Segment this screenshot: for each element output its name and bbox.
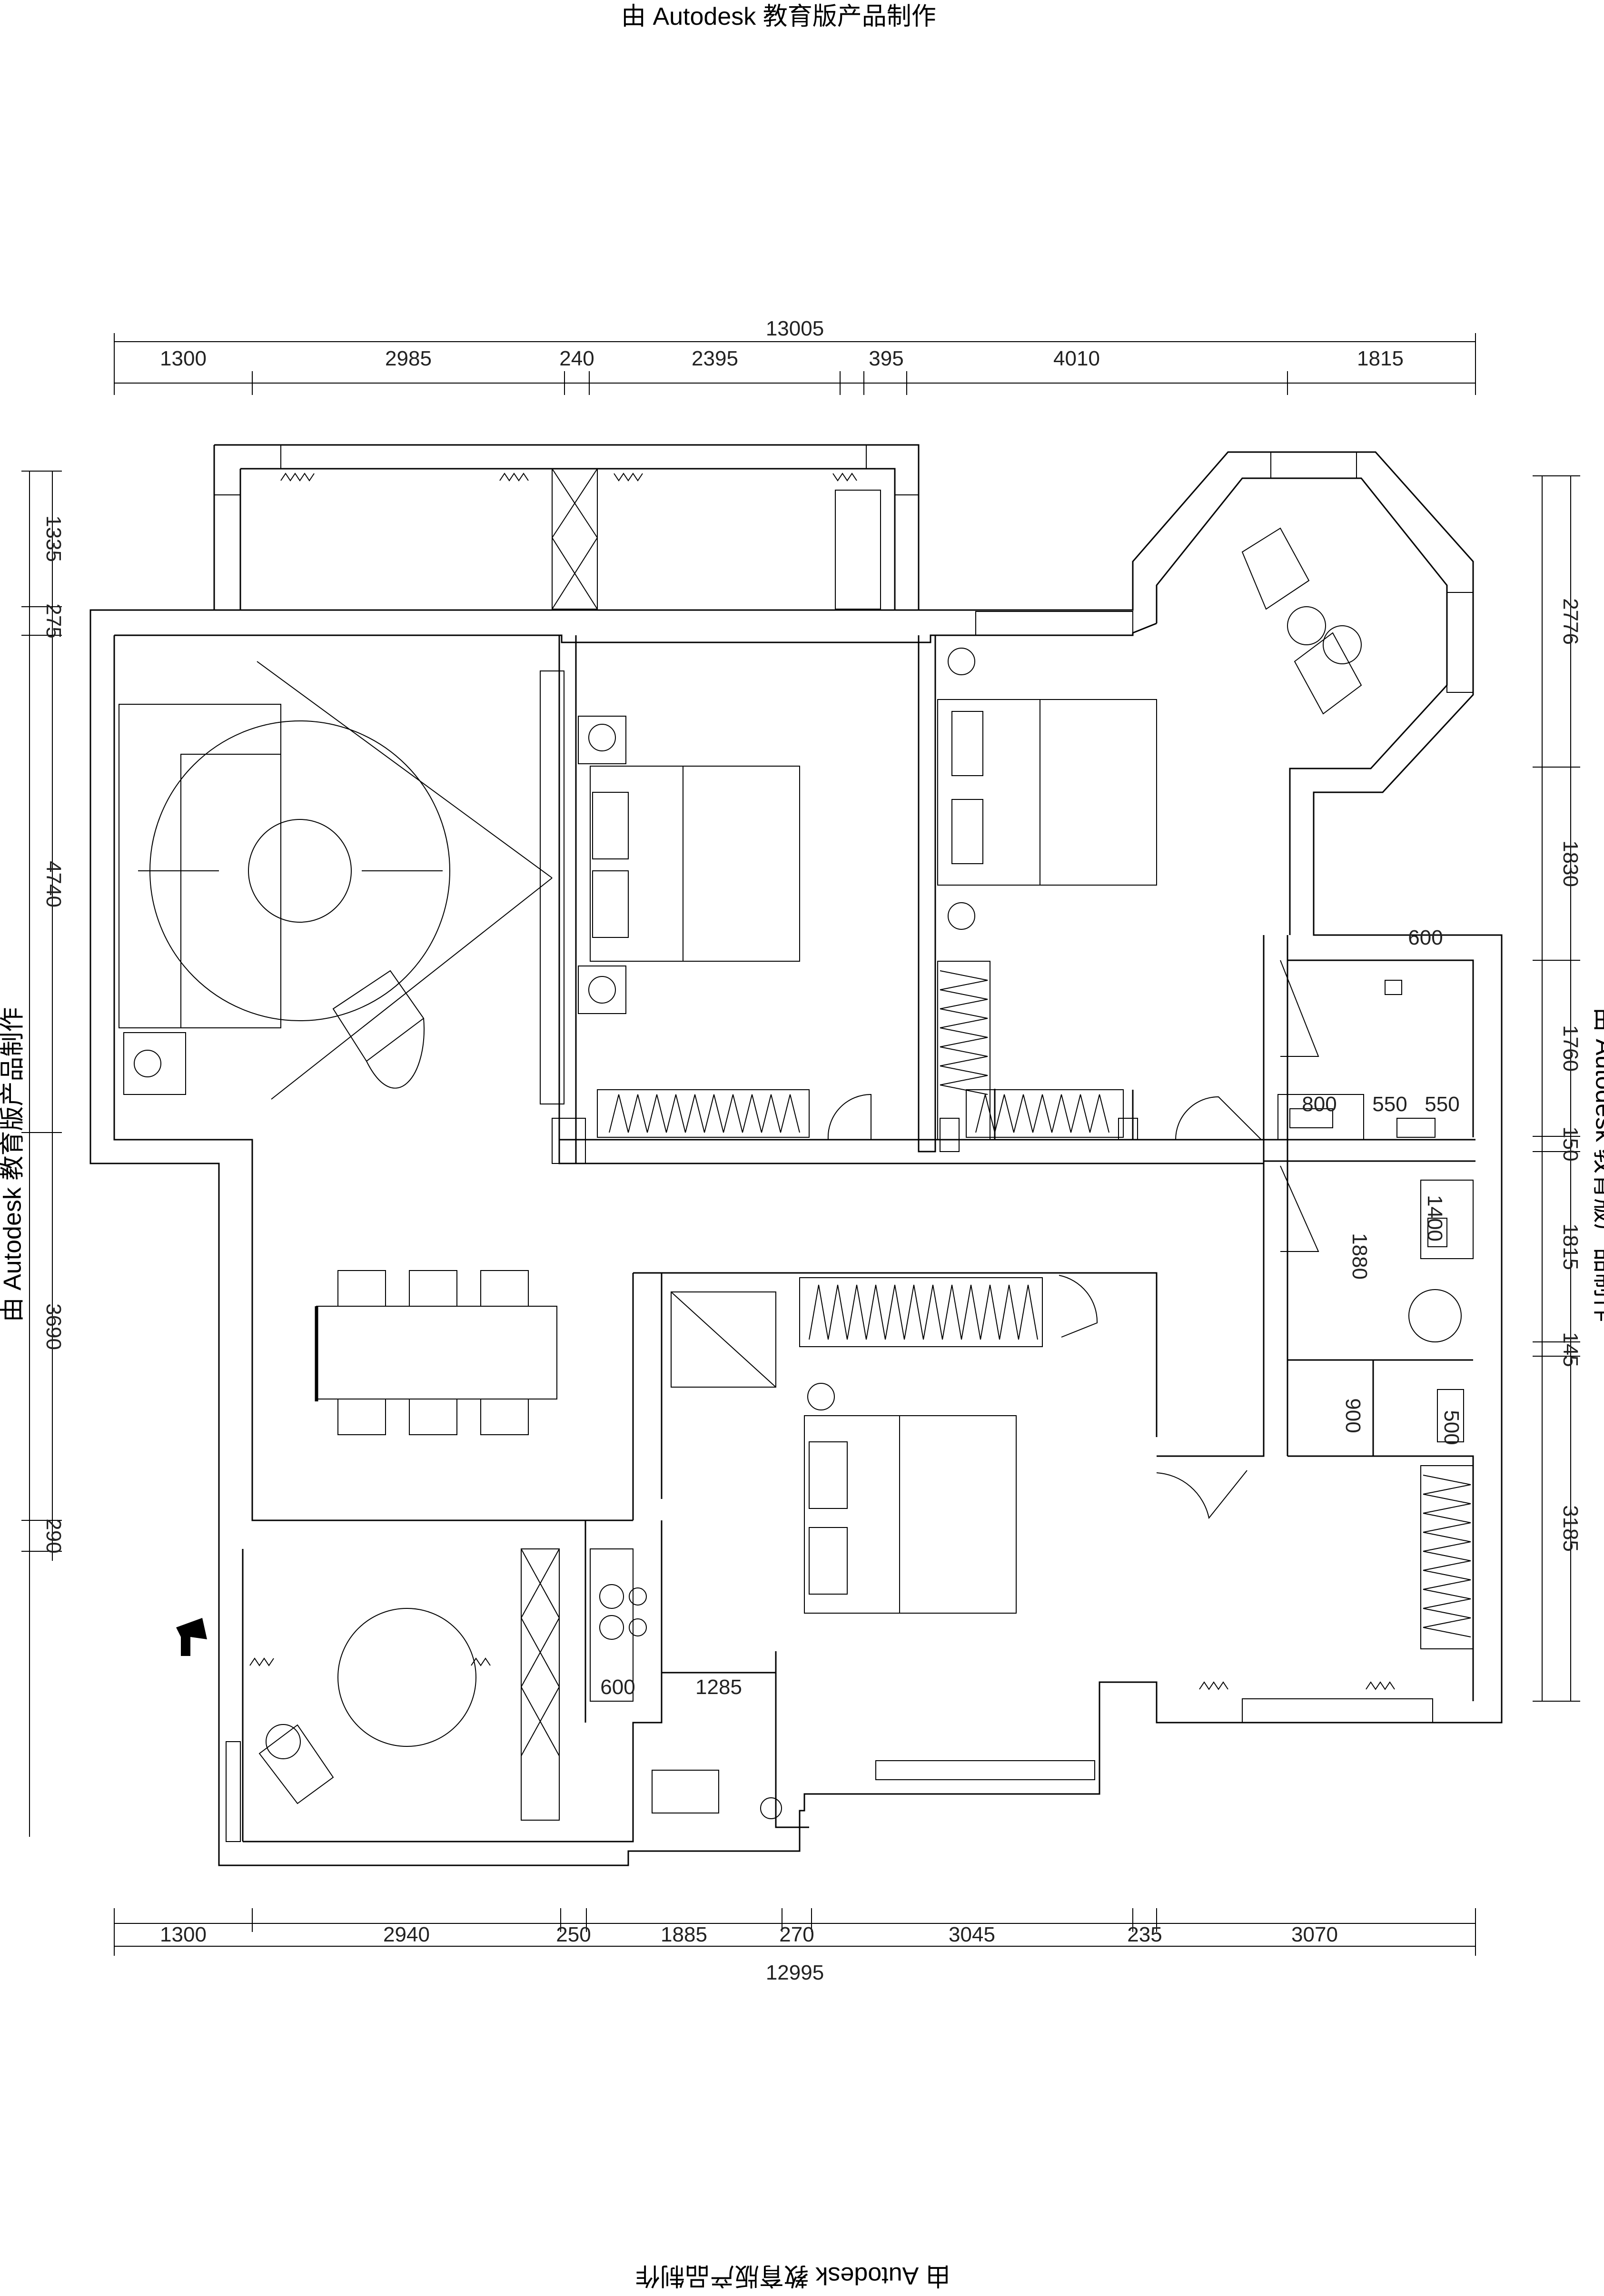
interior-walls [552,635,1475,1723]
label-550-b: 550 [1425,1093,1459,1116]
label-600-bath: 600 [1408,926,1443,949]
label-1400: 1400 [1423,1195,1446,1242]
dim-top-3: 2395 [692,347,738,370]
dim-top-4: 395 [869,347,903,370]
dim-right-2: 1760 [1559,1025,1582,1072]
dim-bottom-5: 3045 [949,1923,995,1946]
kitchen [590,1291,782,1819]
dim-right-4: 1815 [1559,1223,1582,1270]
wardrobe-southeast [1156,1465,1474,1649]
top-dimension-lines [114,333,1476,395]
dim-bottom-2: 250 [556,1923,591,1946]
dim-left-1: 275 [42,603,65,638]
dim-bottom-6: 235 [1127,1923,1162,1946]
north-balcony-sliders [280,473,881,610]
dim-left-3: 3690 [42,1303,65,1350]
windows [521,452,1474,1821]
label-1880: 1880 [1348,1233,1371,1280]
label-600-kitchen: 600 [600,1675,635,1699]
bathroom-1 [1277,960,1436,1140]
dim-left-2: 4740 [42,861,65,907]
watermark-top: 由 Autodesk 教育版产品制作 [621,3,936,30]
dim-top-total: 13005 [766,317,824,340]
dim-right-3: 150 [1559,1126,1582,1161]
dim-bottom-0: 1300 [160,1923,207,1946]
dim-bottom-total: 12995 [766,1961,824,1984]
dim-right-0: 2776 [1559,598,1582,645]
label-900: 900 [1341,1398,1365,1433]
bathroom-2 [1280,1165,1474,1442]
dim-right-6: 3185 [1559,1505,1582,1552]
dim-left-4: 290 [42,1518,65,1553]
living-room [119,661,564,1104]
bay-lounge [975,527,1362,715]
bottom-dimension-lines [114,1908,1476,1956]
south-sliders [249,1657,1395,1690]
label-550-a: 550 [1372,1093,1407,1116]
label-1285: 1285 [695,1675,742,1699]
dim-right-5: 145 [1559,1332,1582,1367]
label-500: 500 [1440,1410,1463,1445]
dim-top-6: 1815 [1357,347,1404,370]
dim-top-2: 240 [559,347,594,370]
dim-bottom-1: 2940 [383,1923,430,1946]
dining-table [315,1270,557,1435]
dim-bottom-3: 1885 [661,1923,707,1946]
bedroom-1 [578,716,871,1140]
bedroom-2 [937,648,1262,1140]
left-dimension-lines [21,471,62,1837]
dim-bottom-4: 270 [779,1923,814,1946]
dim-bottom-7: 3070 [1291,1923,1338,1946]
dim-top-5: 4010 [1053,347,1100,370]
bedroom-3 [799,1275,1098,1614]
dim-top-0: 1300 [160,347,207,370]
exterior-walls [89,444,1503,1866]
entry-arrow-icon [176,1618,207,1656]
label-800: 800 [1302,1093,1337,1116]
study-room [226,1608,476,1842]
dim-top-1: 2985 [385,347,432,370]
dim-left-0: 1335 [42,515,65,562]
right-dimension-lines [1533,475,1580,1702]
dim-right-1: 1830 [1559,840,1582,887]
